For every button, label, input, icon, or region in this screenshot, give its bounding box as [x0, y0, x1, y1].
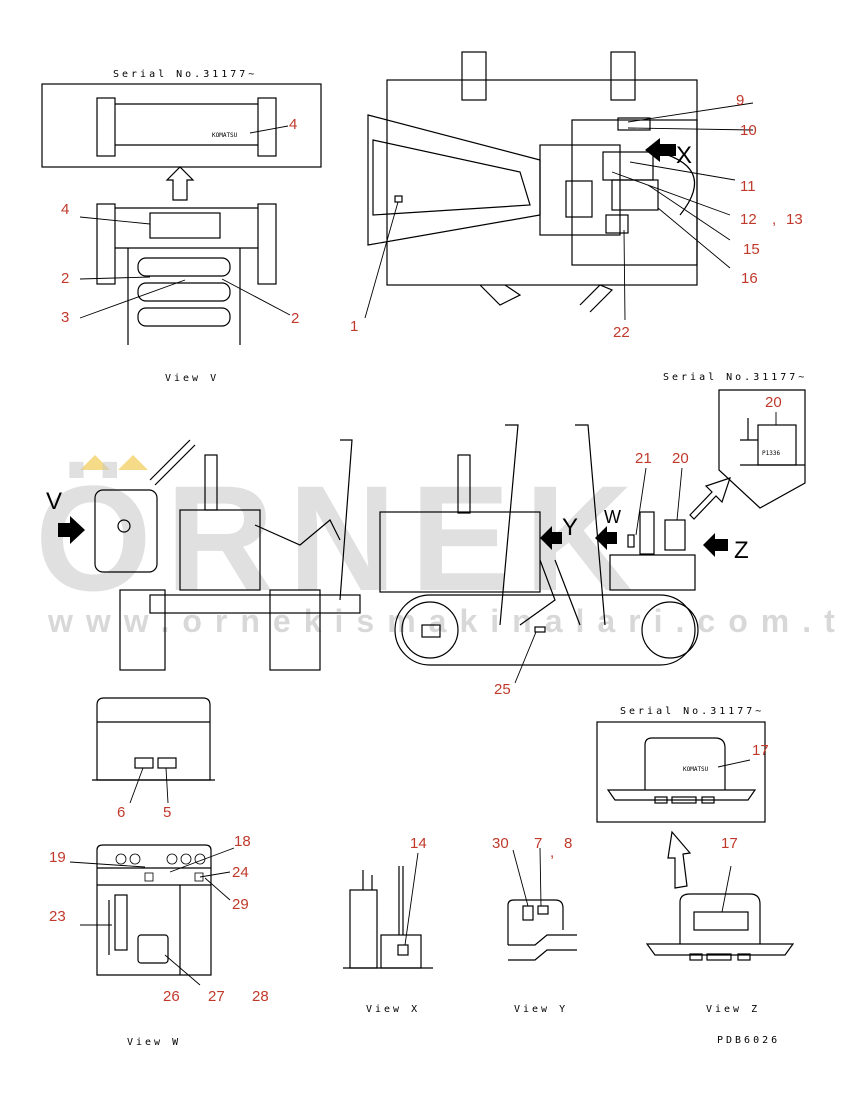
- callout-4-top: 4: [289, 116, 297, 133]
- arrow-x: [645, 138, 676, 162]
- callout-8: 8: [564, 835, 572, 852]
- view-label-v: V: [46, 488, 62, 515]
- box-5-6-drawing: [92, 697, 215, 804]
- watermark-dot-left: [80, 455, 110, 470]
- view-w-caption: View W: [127, 1037, 181, 1048]
- callout-14: 14: [410, 835, 427, 852]
- view-label-x: X: [676, 142, 692, 169]
- arrow-w: [595, 526, 617, 550]
- callout-24: 24: [232, 864, 249, 881]
- view-y-caption: View Y: [514, 1004, 568, 1015]
- view-label-y: Y: [562, 514, 578, 541]
- komatsu-plate-top: KOMATSU: [212, 132, 238, 139]
- callout-12: 12: [740, 211, 757, 228]
- view-w-drawing: [69, 844, 235, 986]
- view-label-w: W: [604, 507, 621, 527]
- callout-15: 15: [743, 241, 760, 258]
- callout-18: 18: [234, 833, 251, 850]
- callout-28: 28: [252, 988, 269, 1005]
- view-z-drawing: [645, 865, 795, 961]
- komatsu-plate-view-z: KOMATSU: [683, 766, 709, 773]
- callout-25: 25: [494, 681, 511, 698]
- callout-4-view-v: 4: [61, 201, 69, 218]
- callout-10: 10: [740, 122, 757, 139]
- label-1-plate: [394, 195, 403, 203]
- callout-13-separator: ,: [772, 211, 776, 228]
- callout-19: 19: [49, 849, 66, 866]
- callout-27: 27: [208, 988, 225, 1005]
- arrow-v: [58, 516, 85, 544]
- callout-23: 23: [49, 908, 66, 925]
- arrow-z: [703, 533, 728, 557]
- watermark-dot-right: [118, 455, 148, 470]
- callout-30: 30: [492, 835, 509, 852]
- view-z-caption: View Z: [706, 1004, 760, 1015]
- callout-5: 5: [163, 804, 171, 821]
- callout-11: 11: [740, 178, 756, 195]
- view-v-caption: View V: [165, 373, 219, 384]
- watermark: ÖRNEK www.ornekismakinalari.com.tr: [35, 454, 848, 639]
- callout-7: 7: [534, 835, 542, 852]
- drawing-code: PDB6026: [717, 1035, 780, 1046]
- callout-17-view-z: 17: [721, 835, 738, 852]
- callout-7-8-separator: ,: [550, 844, 554, 861]
- top-right-cab-drawing: [364, 51, 754, 321]
- callout-21: 21: [635, 450, 652, 467]
- callout-1: 1: [350, 318, 358, 335]
- view-y-drawing: [507, 847, 577, 961]
- view-v-drawing: [79, 203, 291, 345]
- callout-3: 3: [61, 309, 69, 326]
- watermark-url-text: www.ornekismakinalari.com.tr: [47, 603, 848, 639]
- callout-26: 26: [163, 988, 180, 1005]
- plate-20-text: P1336: [762, 450, 780, 457]
- callout-22: 22: [613, 324, 630, 341]
- callout-2-left: 2: [61, 270, 69, 287]
- callout-13: 13: [786, 211, 803, 228]
- view-label-z: Z: [734, 537, 749, 564]
- arrow-y: [540, 526, 562, 550]
- top-left-serial-box: KOMATSU: [41, 83, 322, 168]
- serial-caption-top-left: Serial No.31177~: [113, 69, 257, 80]
- callout-29: 29: [232, 896, 249, 913]
- up-arrow-view-z: [667, 830, 692, 889]
- callout-20-side: 20: [672, 450, 689, 467]
- view-x-drawing: [343, 852, 433, 969]
- callout-20-inset: 20: [765, 394, 782, 411]
- up-arrow-view-v: [165, 166, 195, 201]
- watermark-main-text: ÖRNEK: [35, 454, 647, 622]
- arrow-to-inset: [689, 477, 731, 520]
- callout-6: 6: [117, 804, 125, 821]
- view-z-serial-box: KOMATSU: [596, 721, 766, 823]
- serial-caption-view-z: Serial No.31177~: [620, 706, 764, 717]
- callout-17-serial: 17: [752, 742, 769, 759]
- callout-9: 9: [736, 92, 744, 109]
- callout-2-right: 2: [291, 310, 299, 327]
- side-view-drawing: [94, 424, 699, 684]
- view-x-caption: View X: [366, 1004, 420, 1015]
- callout-16: 16: [741, 270, 758, 287]
- serial-caption-top-right: Serial No.31177~: [663, 372, 807, 383]
- inset-20-drawing: P1336: [718, 389, 806, 509]
